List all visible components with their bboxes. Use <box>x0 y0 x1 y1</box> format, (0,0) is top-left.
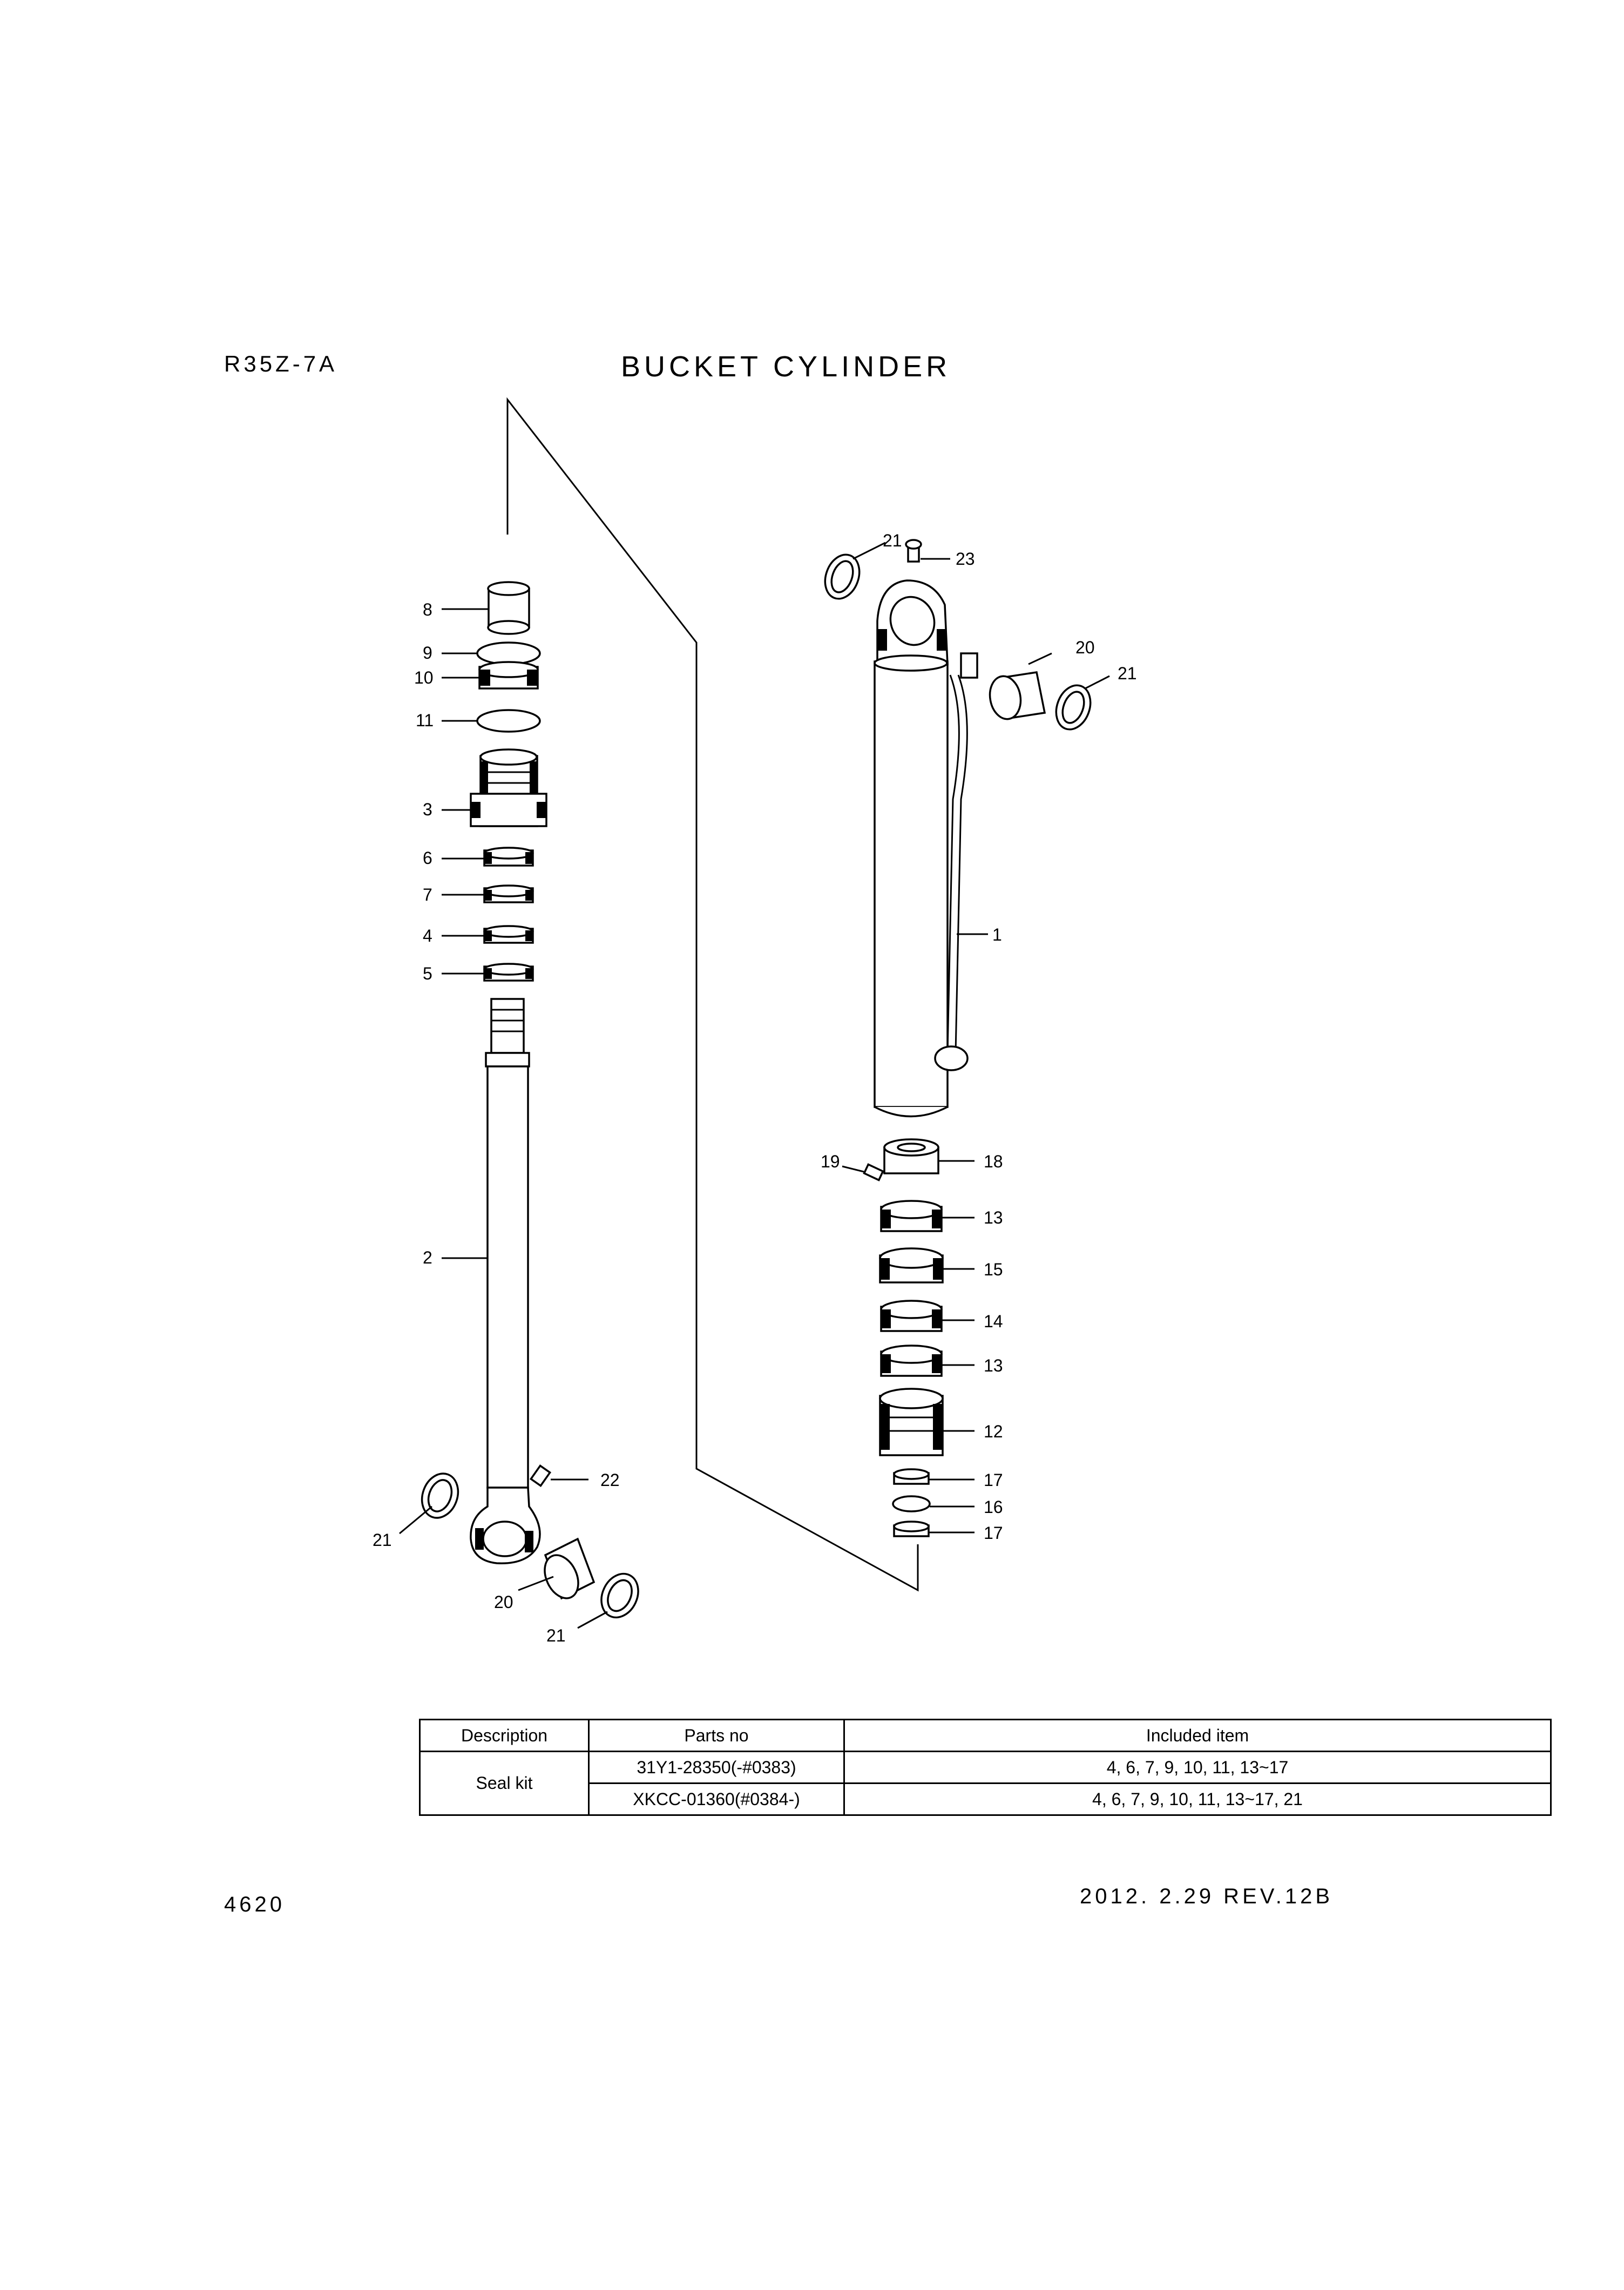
part-12-piston <box>879 1388 944 1456</box>
callout-20-left: 20 <box>494 1592 513 1612</box>
assembly-guide-line <box>506 397 919 1592</box>
part-18-lock-nut <box>883 1138 939 1174</box>
callout-20-right: 20 <box>1075 638 1095 657</box>
model-code: R35Z-7A <box>224 351 338 376</box>
table-header-row: Description Parts no Included item <box>419 1719 1552 1752</box>
callout-13-lower: 13 <box>984 1356 1003 1375</box>
seal-kit-table: Description Parts no Included item Seal … <box>419 1719 1552 1816</box>
included-item-cell: 4, 6, 7, 9, 10, 11, 13~17 <box>843 1751 1552 1784</box>
callout-9: 9 <box>423 643 432 663</box>
callout-13-upper: 13 <box>984 1208 1003 1227</box>
included-item-cell: 4, 6, 7, 9, 10, 11, 13~17, 21 <box>843 1782 1552 1816</box>
part-16-o-ring <box>892 1495 931 1512</box>
parts-no-cell: XKCC-01360(#0384-) <box>588 1782 845 1816</box>
callout-5: 5 <box>423 964 432 983</box>
part-4-seal <box>483 925 534 944</box>
callout-4: 4 <box>423 926 432 945</box>
page-title: BUCKET CYLINDER <box>621 350 951 383</box>
part-22-grease-fitting <box>529 1464 552 1488</box>
leader-lines <box>399 542 1110 1629</box>
callout-2: 2 <box>423 1248 432 1267</box>
part-19-set-screw <box>863 1163 884 1181</box>
part-10-ring <box>478 661 539 690</box>
part-15-seal <box>879 1247 944 1284</box>
callout-21-top: 21 <box>883 531 902 550</box>
callout-19: 19 <box>821 1152 840 1171</box>
callout-16: 16 <box>984 1497 1003 1517</box>
seal-kit-description: Seal kit <box>419 1751 590 1816</box>
callout-15: 15 <box>984 1260 1003 1279</box>
callout-21-right: 21 <box>1118 664 1137 683</box>
callout-8: 8 <box>423 600 432 619</box>
part-21-dust-seal-upper-right <box>824 553 861 600</box>
part-11-o-ring <box>476 709 541 733</box>
part-2-piston-rod <box>470 998 541 1564</box>
callout-1: 1 <box>992 925 1002 944</box>
callout-6: 6 <box>423 848 432 868</box>
part-6-seal <box>483 847 534 867</box>
part-17-backup-ring-lower <box>893 1521 930 1537</box>
callout-21-bottom: 21 <box>546 1626 566 1645</box>
part-20-bushing-tube <box>989 671 1046 720</box>
callout-21-left: 21 <box>373 1530 392 1550</box>
part-21-dust-seal-lower-left <box>600 1572 639 1619</box>
callout-18: 18 <box>984 1152 1003 1171</box>
part-9-o-ring <box>476 641 541 665</box>
part-1-cylinder-tube <box>874 579 978 1118</box>
part-21-dust-seal-right <box>1055 684 1092 731</box>
part-3-rod-cover <box>470 748 547 827</box>
part-14-wear-ring <box>880 1300 943 1332</box>
header-parts-no: Parts no <box>588 1719 845 1752</box>
callout-7: 7 <box>423 885 432 904</box>
callout-11: 11 <box>416 711 434 730</box>
table-row: XKCC-01360(#0384-) 4, 6, 7, 9, 10, 11, 1… <box>420 1782 1552 1816</box>
part-23-grease-fitting <box>905 539 922 563</box>
parts-no-cell: 31Y1-28350(-#0383) <box>588 1751 845 1784</box>
part-7-seal <box>483 884 534 903</box>
table-row: Seal kit 31Y1-28350(-#0383) 4, 6, 7, 9, … <box>419 1751 1552 1816</box>
revision-date: 2012. 2.29 REV.12B <box>1080 1884 1334 1908</box>
header-included-item: Included item <box>843 1719 1552 1752</box>
callout-3: 3 <box>423 800 432 819</box>
part-5-seal <box>483 963 534 982</box>
part-8-bushing <box>487 581 530 635</box>
callout-17-lower: 17 <box>984 1523 1003 1543</box>
callout-23: 23 <box>956 549 975 569</box>
callout-17-upper: 17 <box>984 1470 1003 1490</box>
part-13-seal-lower <box>880 1345 943 1377</box>
header-description: Description <box>419 1719 590 1752</box>
part-13-seal-upper <box>880 1200 943 1232</box>
callout-22: 22 <box>600 1470 620 1490</box>
callout-14: 14 <box>984 1312 1003 1331</box>
callout-10: 10 <box>414 668 434 687</box>
part-17-backup-ring-upper <box>893 1468 930 1485</box>
page-number: 4620 <box>224 1893 285 1916</box>
callout-12: 12 <box>984 1422 1003 1441</box>
part-20-bushing-rod <box>544 1537 596 1600</box>
